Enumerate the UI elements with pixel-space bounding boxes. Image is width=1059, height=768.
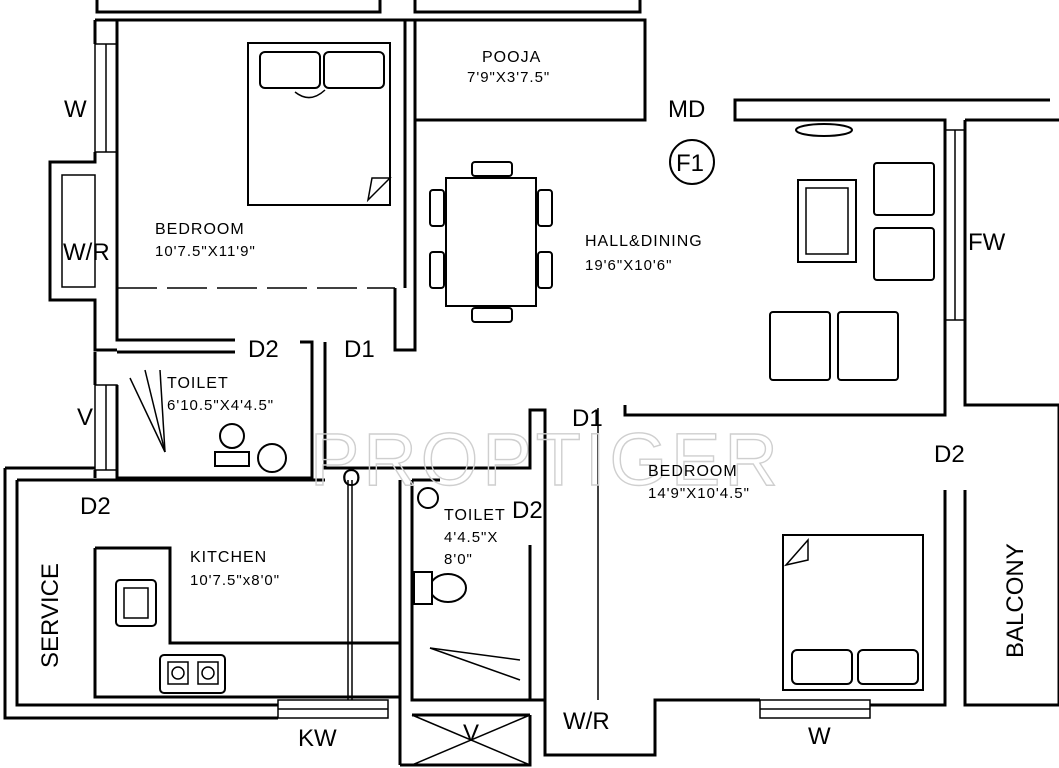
dining-table [429,161,553,323]
tag-w-top-left: W [64,96,87,123]
toilet2-name: TOILET [444,507,506,524]
toilet1-fixtures [129,369,287,473]
pooja-name: POOJA [482,49,541,66]
tag-wr-left: W/R [63,239,110,266]
bed-bedroom1 [247,42,392,206]
bedroom1-dims: 10'7.5"X11'9" [155,243,256,260]
tag-d2-toilet1: D2 [248,336,279,363]
tag-d2-service: D2 [80,493,111,520]
toilet2-fixtures [413,487,521,681]
room-labels: BEDROOM 10'7.5"X11'9" POOJA 7'9"X3'7.5" … [37,49,1029,668]
tag-fw: FW [968,229,1006,256]
bedroom2-dims: 14'9"X10'4.5" [648,485,750,502]
tag-v-left: V [77,404,93,431]
hall-dims: 19'6"X10'6" [585,257,672,274]
living-furniture [769,123,935,381]
tag-d1-bedroom2: D1 [572,405,603,432]
tag-wr-bottom: W/R [563,708,610,735]
toilet2-dims-line2: 8'0" [444,551,473,568]
balcony-name: BALCONY [1002,543,1029,658]
walls [3,0,1059,767]
tag-v-bottom: V [463,720,479,747]
toilet1-name: TOILET [167,375,229,392]
bed-bedroom2 [782,534,924,691]
tag-o-mark: O [342,465,361,492]
tag-w-bottom: W [808,723,831,750]
tag-d1-bedroom1: D1 [344,336,375,363]
tag-md: MD [668,96,705,123]
tag-d2-balcony: D2 [934,441,965,468]
kitchen-fixtures [115,579,226,694]
tag-kw: KW [298,725,337,752]
opening-tags: W W/R V MD F1 FW D2 D1 D1 D2 D2 D2 O KW … [63,96,1006,752]
service-name: SERVICE [37,563,64,668]
bedroom2-name: BEDROOM [648,463,738,480]
tag-f1: F1 [676,150,704,177]
hall-name: HALL&DINING [585,233,703,250]
bedroom1-name: BEDROOM [155,221,245,238]
f1-circle-icon [669,139,715,185]
toilet2-dims-line1: 4'4.5"X [444,529,498,546]
kitchen-name: KITCHEN [190,549,267,566]
pooja-dims: 7'9"X3'7.5" [467,69,550,86]
kitchen-dims: 10'7.5"x8'0" [190,572,280,589]
toilet1-dims: 6'10.5"X4'4.5" [167,397,274,414]
watermark-text: PROPTIGER [310,418,782,501]
tag-d2-toilet2: D2 [512,497,543,524]
